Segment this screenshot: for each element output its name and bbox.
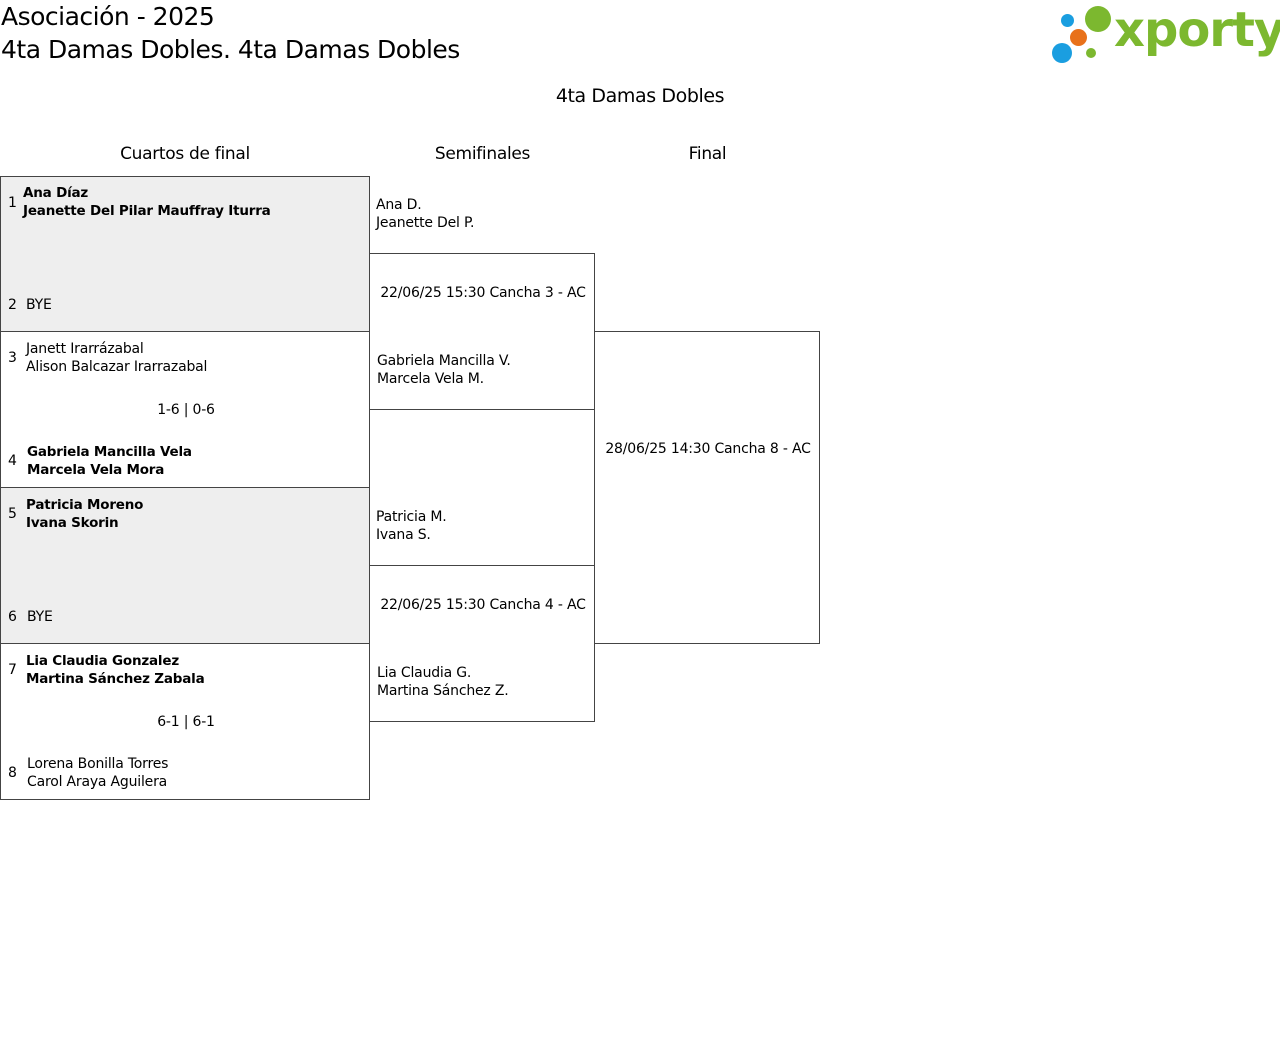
player-name: Lia Claudia Gonzalez	[26, 653, 179, 669]
player-name: Ivana Skorin	[26, 515, 119, 531]
player-name: Ana Díaz	[23, 185, 89, 201]
seed-number: 2	[8, 297, 17, 313]
round-header-quarterfinals: Cuartos de final	[120, 144, 250, 164]
match-score: 1-6 | 0-6	[157, 402, 215, 418]
seed-number: 8	[8, 765, 17, 781]
player-name: Alison Balcazar Irarrazabal	[26, 359, 208, 375]
semifinal-player: Lia Claudia G.	[377, 665, 472, 681]
seed-number: 1	[8, 195, 17, 211]
semifinal-player: Ana D.	[376, 197, 422, 213]
logo-dot-blue-large	[1052, 43, 1072, 63]
final-match[interactable]: 28/06/25 14:30 Cancha 8 - AC	[594, 331, 820, 644]
round-header-final: Final	[688, 144, 727, 164]
semifinal-match-2[interactable]: 22/06/25 15:30 Cancha 4 - AC Lia Claudia…	[369, 565, 595, 722]
semifinal-match-1[interactable]: 22/06/25 15:30 Cancha 3 - AC Gabriela Ma…	[369, 253, 595, 410]
xporty-logo: xporty	[1050, 2, 1280, 68]
seed-number: 6	[8, 609, 17, 625]
logo-dot-green-large	[1085, 6, 1111, 32]
match-score: 6-1 | 6-1	[157, 714, 215, 730]
logo-dot-blue-small	[1061, 14, 1074, 27]
draw-title: 4ta Damas Dobles	[555, 85, 725, 107]
seed-number: 5	[8, 506, 17, 522]
quarterfinal-match-1[interactable]: 1 Ana Díaz Jeanette Del Pilar Mauffray I…	[0, 176, 370, 332]
round-header-semifinals: Semifinales	[434, 144, 531, 164]
seed-number: 3	[8, 350, 17, 366]
category-title: 4ta Damas Dobles. 4ta Damas Dobles	[1, 35, 460, 64]
semifinal-player: Patricia M.	[376, 509, 447, 525]
quarterfinal-match-3[interactable]: 5 Patricia Moreno Ivana Skorin 6 BYE	[0, 487, 370, 644]
player-name: Gabriela Mancilla Vela	[27, 444, 192, 460]
quarterfinal-match-4[interactable]: 7 Lia Claudia Gonzalez Martina Sánchez Z…	[0, 643, 370, 800]
player-name: Carol Araya Aguilera	[27, 774, 167, 790]
player-name: Patricia Moreno	[26, 497, 144, 513]
logo-dot-green-small	[1086, 48, 1096, 58]
bye-label: BYE	[26, 297, 52, 313]
semifinal-player: Jeanette Del P.	[376, 215, 475, 231]
player-name: Marcela Vela Mora	[27, 462, 165, 478]
semifinal-player: Martina Sánchez Z.	[377, 683, 509, 699]
seed-number: 4	[8, 453, 17, 469]
semifinal-player: Gabriela Mancilla V.	[377, 353, 511, 369]
logo-wordmark: xporty	[1114, 2, 1280, 58]
seed-number: 7	[8, 662, 17, 678]
quarterfinal-match-2[interactable]: 3 Janett Irarrázabal Alison Balcazar Ira…	[0, 331, 370, 488]
match-schedule: 28/06/25 14:30 Cancha 8 - AC	[605, 441, 811, 457]
tournament-title: Asociación - 2025	[1, 2, 215, 31]
semifinal-player: Ivana S.	[376, 527, 431, 543]
player-name: Janett Irarrázabal	[26, 341, 144, 357]
match-schedule: 22/06/25 15:30 Cancha 3 - AC	[380, 285, 586, 301]
player-name: Jeanette Del Pilar Mauffray Iturra	[23, 203, 271, 219]
logo-dot-orange	[1070, 29, 1087, 46]
match-schedule: 22/06/25 15:30 Cancha 4 - AC	[380, 597, 586, 613]
player-name: Martina Sánchez Zabala	[26, 671, 205, 687]
semifinal-player: Marcela Vela M.	[377, 371, 484, 387]
bye-label: BYE	[27, 609, 53, 625]
player-name: Lorena Bonilla Torres	[27, 756, 169, 772]
